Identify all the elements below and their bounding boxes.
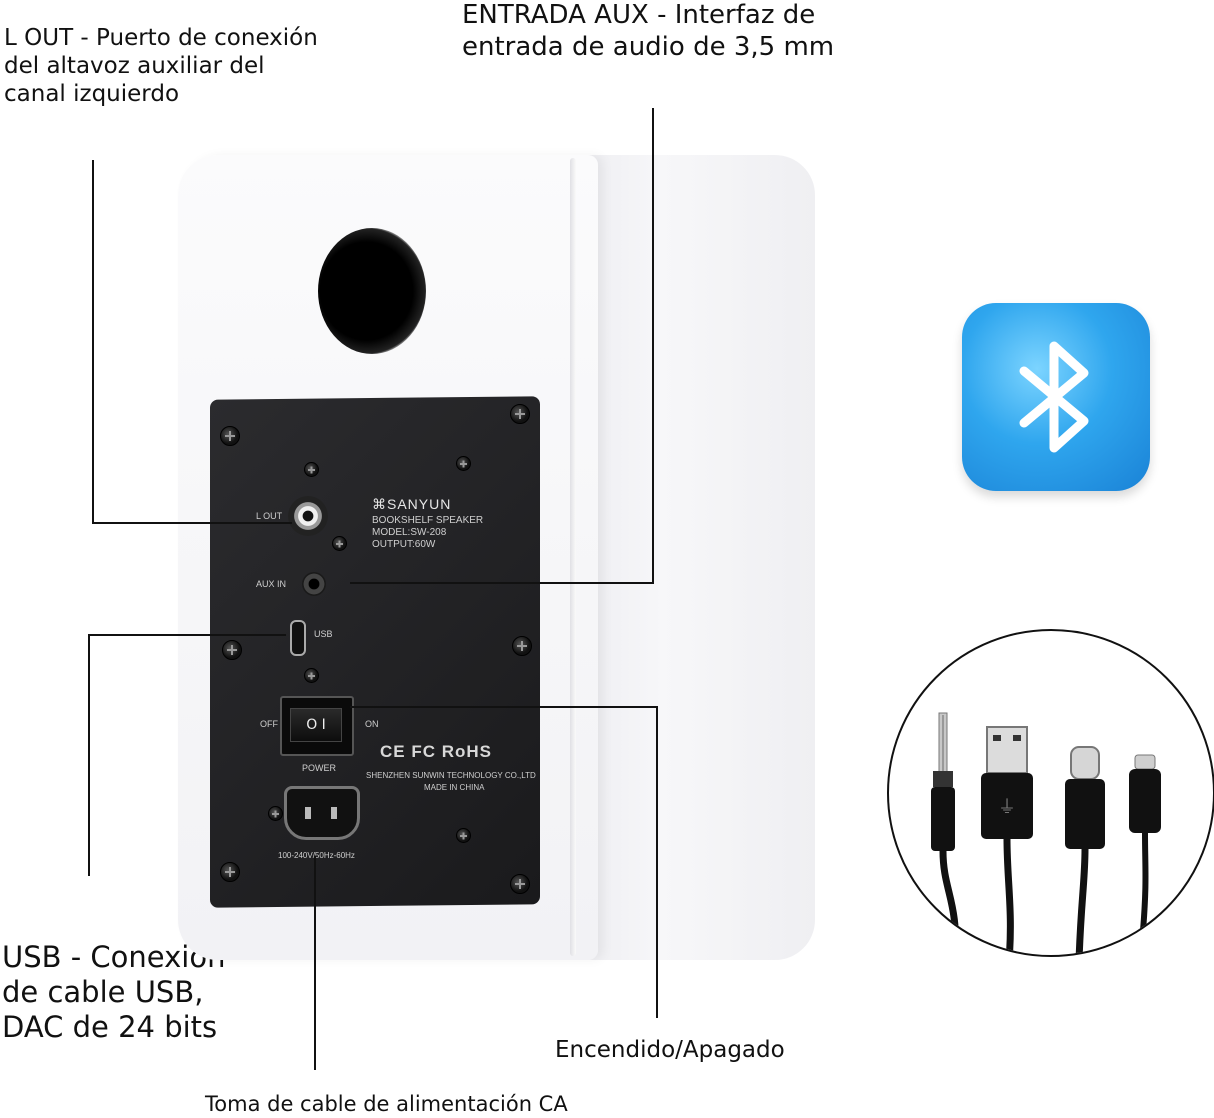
ac-leader-line bbox=[314, 856, 316, 1070]
certification-marks: CE FC RoHS bbox=[380, 742, 492, 761]
off-label: OFF bbox=[260, 719, 278, 729]
output-label: OUTPUT:60W bbox=[372, 539, 436, 550]
l-out-leader-line bbox=[92, 160, 94, 524]
speaker-edge bbox=[570, 158, 576, 956]
aux-in-callout: ENTRADA AUX - Interfaz de entrada de aud… bbox=[462, 0, 835, 62]
screw-icon bbox=[456, 828, 471, 843]
usb-leader-line bbox=[88, 634, 90, 876]
screw-icon bbox=[304, 462, 319, 477]
power-leader-line bbox=[656, 706, 658, 1018]
micro-usb-cable-icon bbox=[1129, 754, 1161, 932]
screw-icon bbox=[332, 536, 347, 551]
usb-leader-line bbox=[88, 634, 286, 636]
screw-icon bbox=[456, 456, 471, 471]
ac-power-socket[interactable] bbox=[284, 786, 360, 840]
screw-icon bbox=[510, 874, 530, 894]
aux-leader-line bbox=[652, 108, 654, 584]
l-out-callout: L OUT - Puerto de conexión del altavoz a… bbox=[4, 25, 318, 108]
usb-c-port[interactable] bbox=[290, 620, 306, 656]
manufacturer-label: SHENZHEN SUNWIN TECHNOLOGY CO.,LTD bbox=[366, 771, 536, 780]
included-cables-illustration: ⏚ bbox=[887, 629, 1214, 957]
product-label: BOOKSHELF SPEAKER bbox=[372, 515, 484, 526]
screw-icon bbox=[220, 426, 240, 446]
usb-a-cable-icon: ⏚ bbox=[981, 726, 1033, 955]
brand-logo: ⌘SANYUN bbox=[372, 496, 452, 512]
usb-c-cable-icon bbox=[1065, 746, 1105, 955]
screw-icon bbox=[512, 636, 532, 656]
svg-text:⏚: ⏚ bbox=[998, 797, 1016, 818]
l-out-rca-jack[interactable] bbox=[288, 496, 328, 536]
model-label: MODEL:SW-208 bbox=[372, 527, 447, 538]
screw-icon bbox=[304, 668, 319, 683]
l-out-label: L OUT bbox=[256, 511, 283, 521]
screw-icon bbox=[222, 640, 242, 660]
socket-pin bbox=[331, 807, 337, 819]
origin-label: MADE IN CHINA bbox=[424, 783, 485, 792]
ac-socket-callout: Toma de cable de alimentación CA bbox=[205, 1092, 568, 1116]
usb-label: USB bbox=[314, 629, 333, 639]
bluetooth-icon bbox=[962, 303, 1150, 491]
power-leader-line bbox=[350, 706, 658, 708]
l-out-leader-line bbox=[92, 522, 292, 524]
screw-icon bbox=[220, 862, 240, 882]
screw-icon bbox=[268, 806, 283, 821]
on-label: ON bbox=[365, 719, 379, 729]
power-label: POWER bbox=[302, 763, 337, 773]
screw-icon bbox=[510, 404, 530, 424]
power-switch-rocker[interactable]: O I bbox=[290, 708, 342, 742]
aux-leader-line bbox=[350, 582, 654, 584]
power-callout: Encendido/Apagado bbox=[555, 1037, 785, 1063]
voltage-label: 100-240V/50Hz-60Hz bbox=[278, 851, 355, 860]
usb-callout: USB - Conexión de cable USB, DAC de 24 b… bbox=[2, 940, 226, 1044]
power-switch[interactable]: O I bbox=[280, 696, 354, 756]
aux-3.5mm-cable-icon bbox=[931, 712, 960, 955]
bass-reflex-port bbox=[318, 228, 426, 354]
rear-control-panel bbox=[210, 396, 540, 908]
socket-pin bbox=[305, 807, 311, 819]
aux-in-jack[interactable] bbox=[302, 572, 326, 596]
speaker-side-panel bbox=[560, 155, 815, 960]
aux-in-label: AUX IN bbox=[256, 579, 287, 589]
